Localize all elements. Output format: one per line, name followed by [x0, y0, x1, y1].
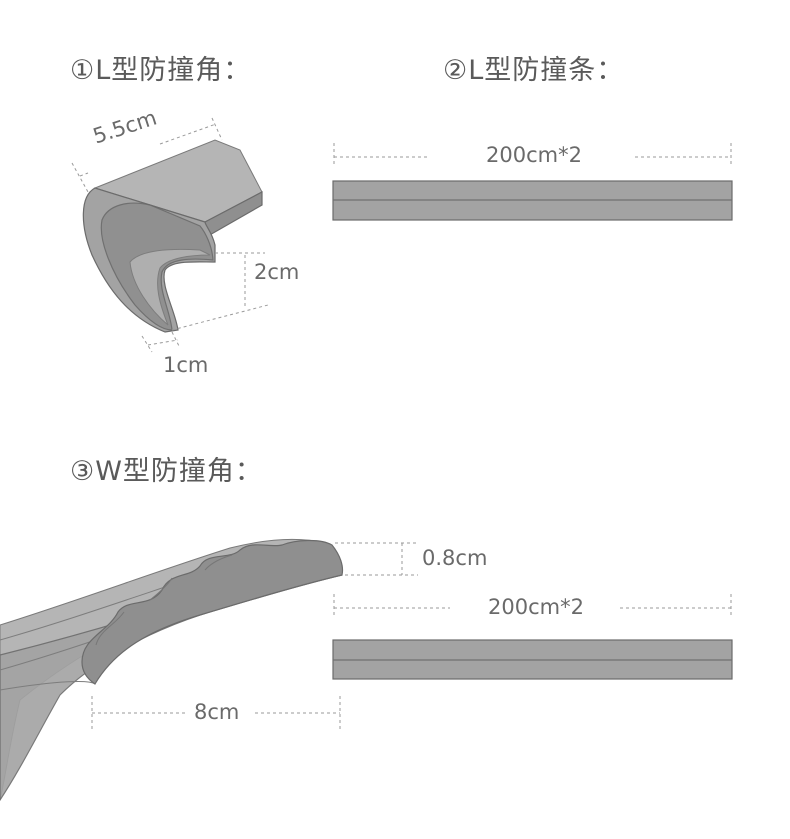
l-corner-guard-illustration: [71, 117, 269, 353]
w-strip-illustration: [332, 639, 733, 680]
l-strip-title: ②L型防撞条：: [443, 55, 625, 86]
w-corner-thickness-label: 0.8cm: [416, 546, 494, 570]
w-corner-title: ③W型防撞角：: [70, 456, 263, 487]
l-corner-title: ①L型防撞角：: [70, 55, 252, 86]
l-corner-thickness-label: 1cm: [157, 353, 215, 377]
w-corner-guard-illustration: [0, 538, 732, 802]
l-strip-length-label: 200cm*2: [480, 143, 588, 167]
l-strip-illustration: [332, 143, 733, 221]
l-corner-height-label: 2cm: [248, 260, 306, 284]
w-strip-length-label: 200cm*2: [482, 595, 590, 619]
w-corner-width-label: 8cm: [188, 700, 246, 724]
